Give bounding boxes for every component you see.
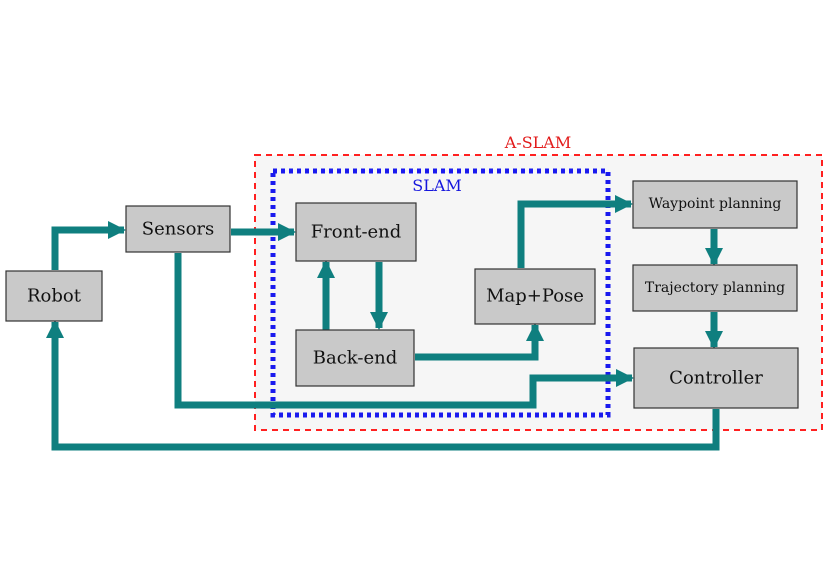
node-robot-label: Robot xyxy=(27,286,82,307)
aslam-title: A-SLAM xyxy=(504,133,571,152)
node-front-end: Front-end xyxy=(295,202,417,262)
node-back-end-label: Back-end xyxy=(313,348,397,369)
node-front-end-label: Front-end xyxy=(311,222,402,243)
node-trajectory-planning-label: Trajectory planning xyxy=(645,280,785,296)
edge-controller-to-robot xyxy=(46,320,720,451)
node-controller: Controller xyxy=(633,347,799,409)
node-back-end: Back-end xyxy=(295,329,415,387)
edges xyxy=(46,195,723,451)
node-waypoint-planning-label: Waypoint planning xyxy=(649,196,782,212)
node-robot: Robot xyxy=(5,270,103,322)
slam-region xyxy=(270,168,611,418)
node-sensors-label: Sensors xyxy=(142,219,215,240)
edge-robot-to-sensors xyxy=(51,221,126,270)
edge-map-pose-to-waypoint-planning xyxy=(517,195,633,268)
node-waypoint-planning: Waypoint planning xyxy=(632,180,798,229)
node-sensors: Sensors xyxy=(125,205,231,253)
node-controller-label: Controller xyxy=(669,368,763,389)
edge-sensors-to-controller xyxy=(174,253,634,409)
node-trajectory-planning: Trajectory planning xyxy=(632,264,798,312)
slam-title: SLAM xyxy=(412,176,462,195)
node-map-pose-label: Map+Pose xyxy=(486,286,584,307)
edge-back-end-to-map-pose xyxy=(415,323,544,361)
node-map-pose: Map+Pose xyxy=(474,268,596,325)
